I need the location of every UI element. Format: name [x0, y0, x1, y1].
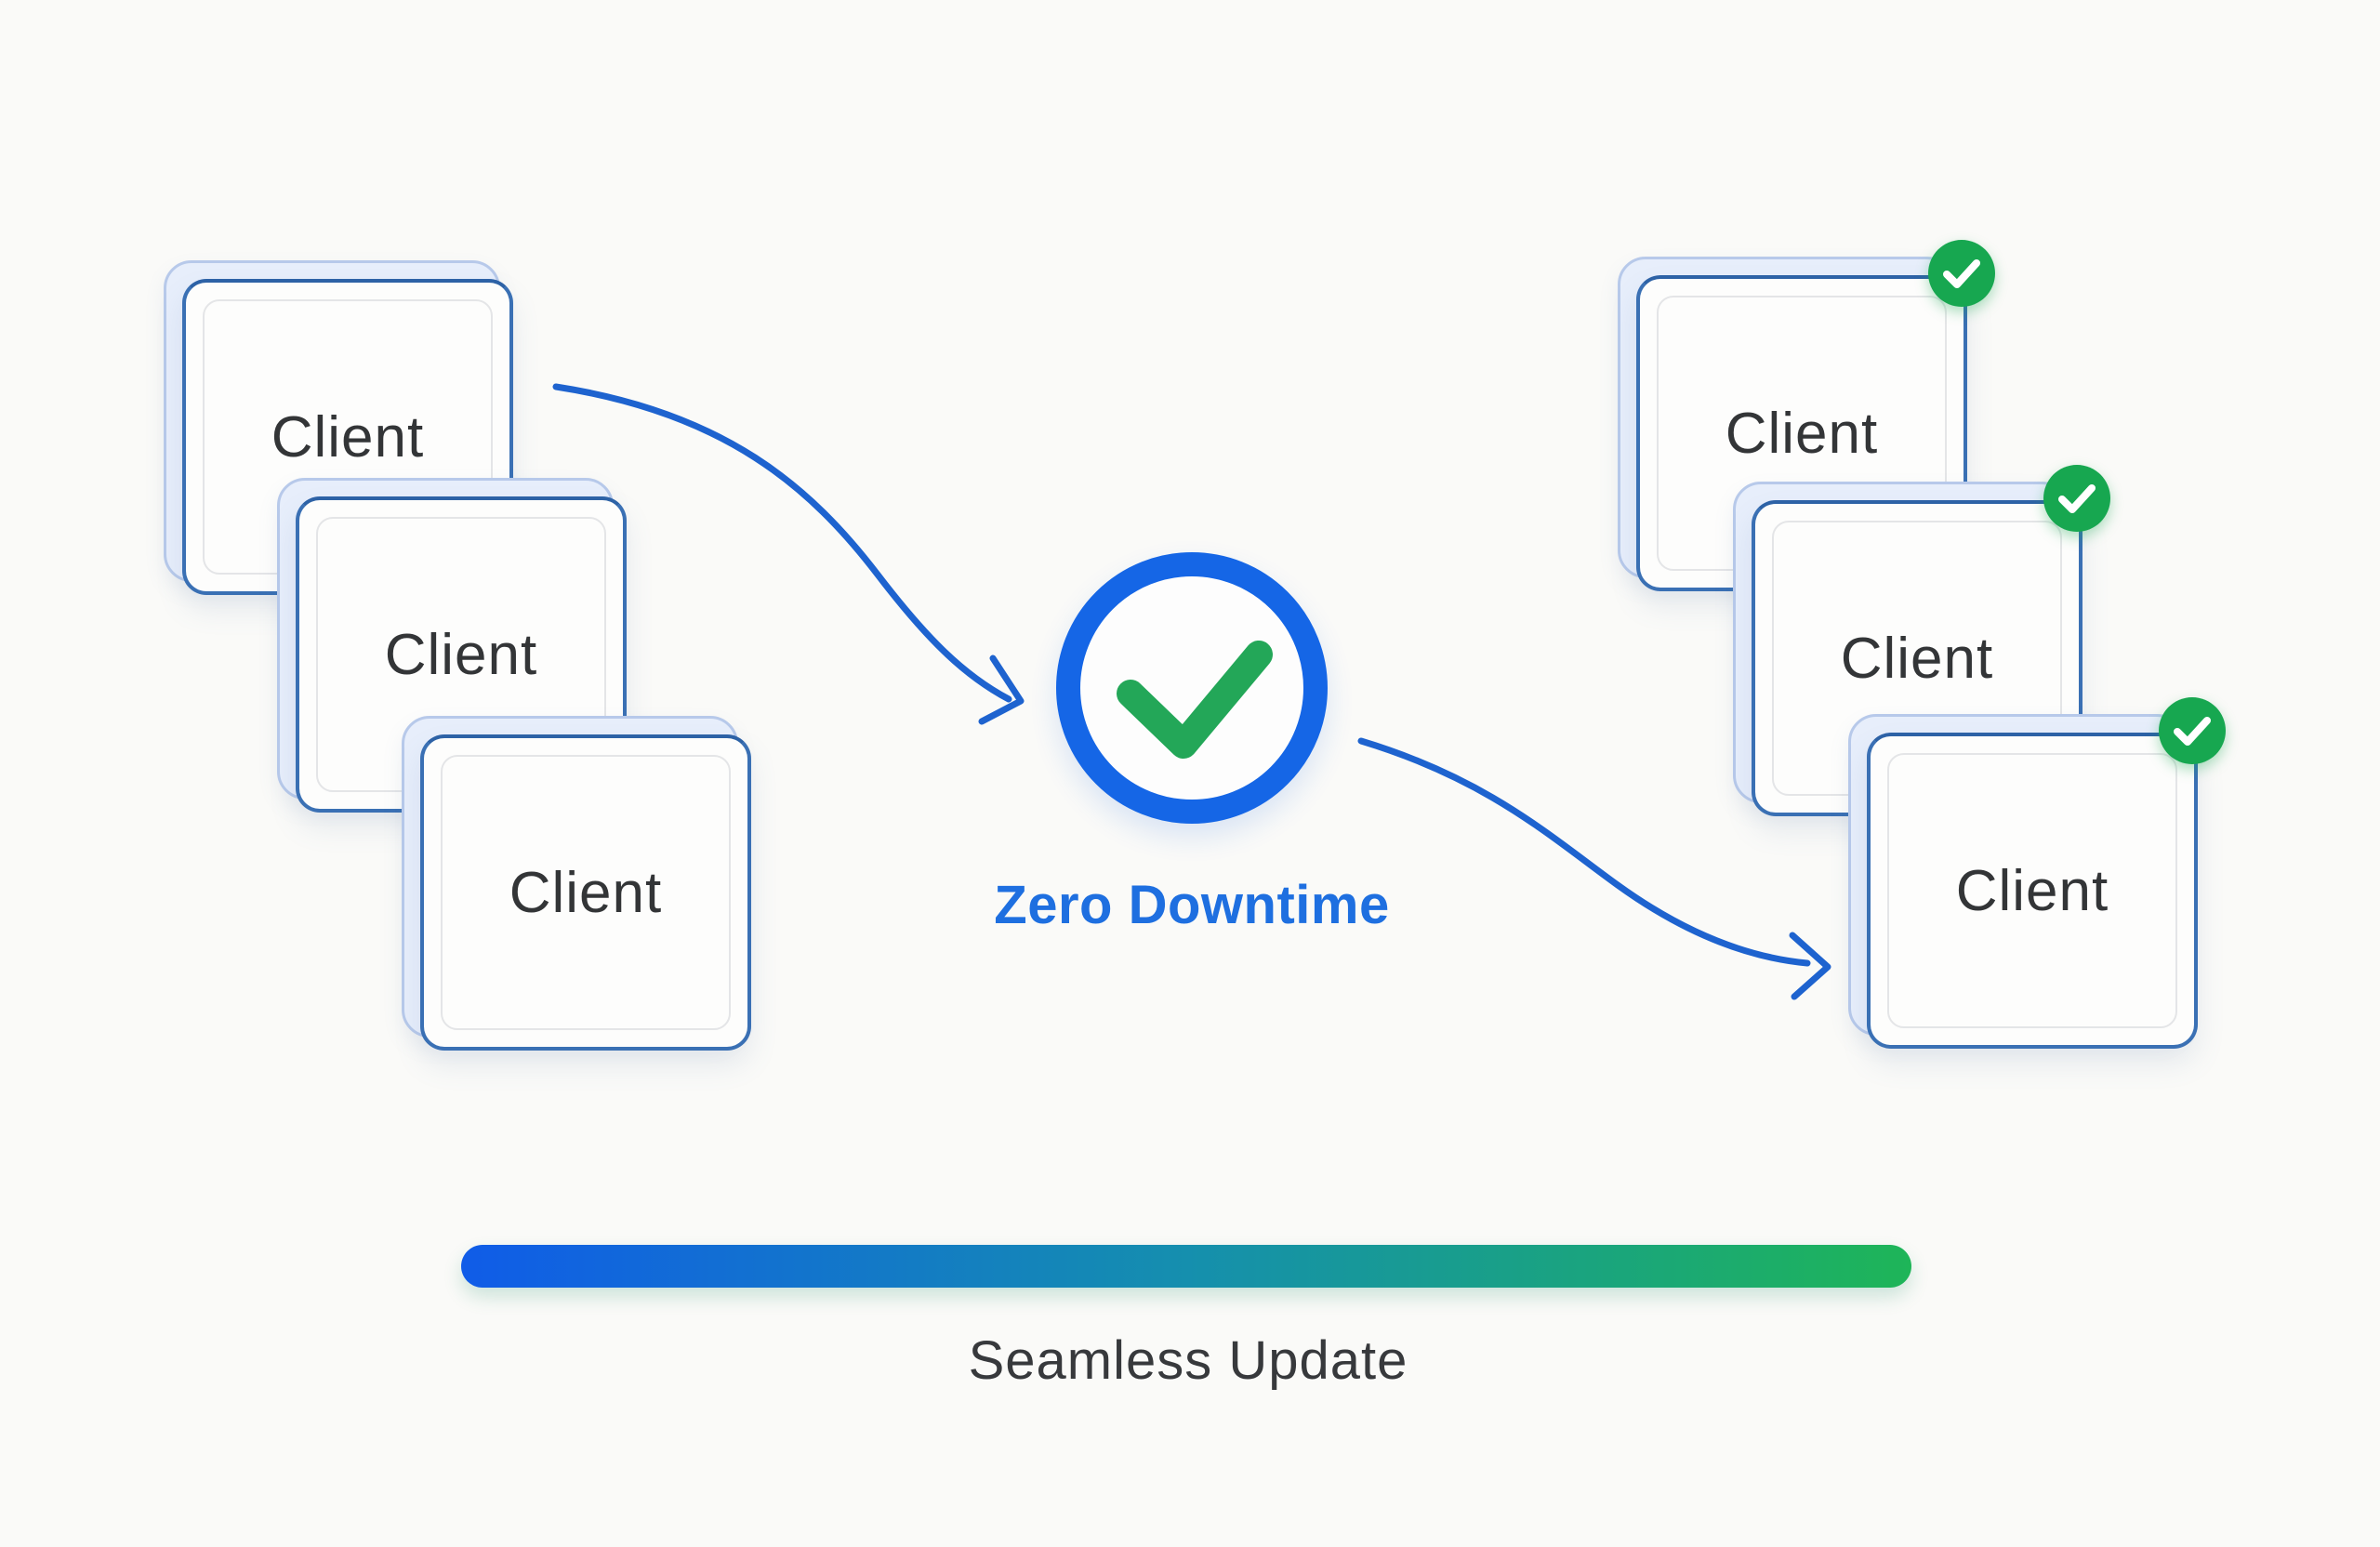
- client-label: Client: [509, 860, 663, 925]
- client-label: Client: [271, 404, 425, 469]
- seamless-update-label: Seamless Update: [968, 1330, 1408, 1391]
- client-label: Client: [1725, 401, 1879, 466]
- seamless-update-progress-bar: [461, 1245, 1911, 1288]
- zero-downtime-label: Zero Downtime: [994, 875, 1390, 935]
- check-icon: [2174, 717, 2211, 746]
- client-card-right-3: Client: [1848, 697, 2226, 1049]
- arrowhead-right: [1789, 932, 1831, 1000]
- check-icon: [2058, 484, 2096, 513]
- client-label: Client: [384, 622, 538, 687]
- client-label: Client: [1955, 858, 2109, 923]
- check-mark: [1117, 641, 1273, 759]
- check-circle-icon: [1056, 552, 1328, 824]
- check-icon: [1943, 259, 1980, 288]
- success-badge: [2043, 465, 2110, 532]
- card-face: Client: [420, 734, 751, 1051]
- arrowhead-left: [978, 654, 1025, 725]
- success-badge: [2159, 697, 2226, 764]
- card-face: Client: [1867, 733, 2198, 1049]
- client-label: Client: [1840, 626, 1994, 691]
- success-badge: [1928, 240, 1995, 307]
- client-card-left-3: Client: [402, 716, 751, 1051]
